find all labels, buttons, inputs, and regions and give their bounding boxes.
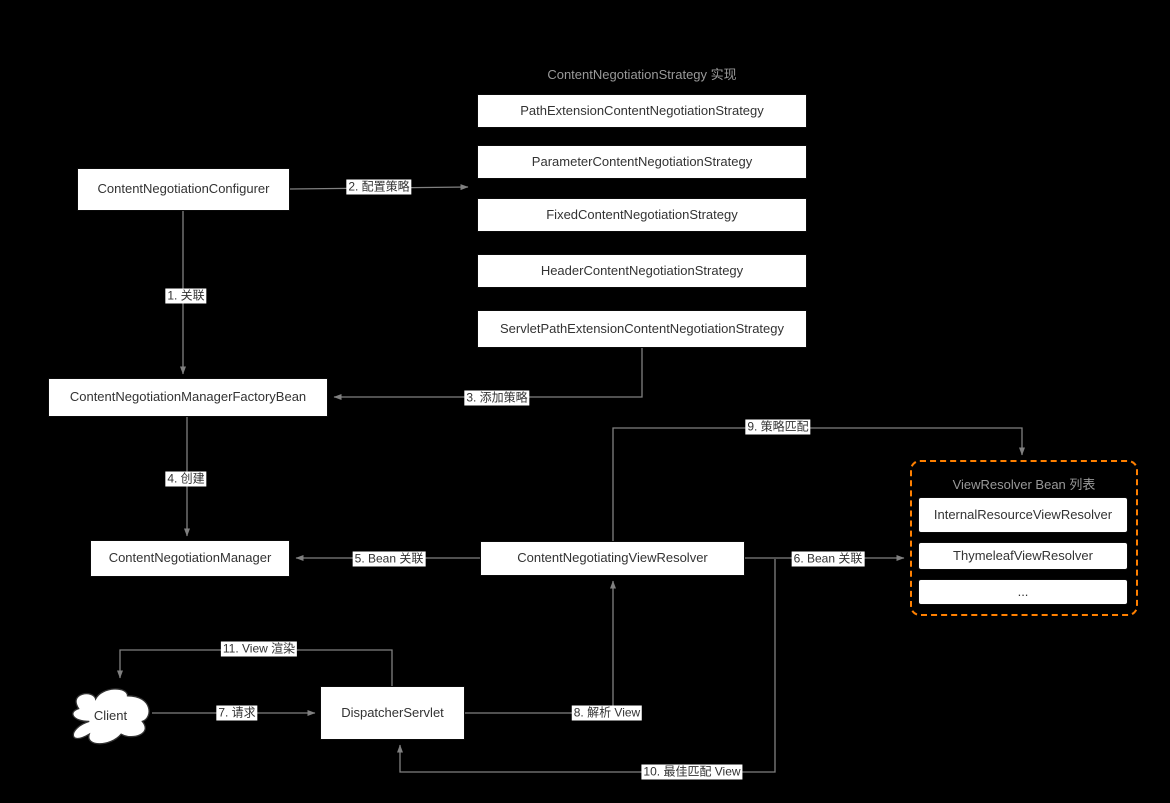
- edge-add-strategy-line: [333, 348, 643, 400]
- edge-resolve-view-line: [465, 580, 616, 714]
- client-cloud-shape: [72, 688, 150, 745]
- edge-label-add-strategy: 3. 添加策略: [464, 390, 530, 406]
- node-client-label: Client: [93, 707, 128, 723]
- edge-label-relate: 1. 关联: [165, 288, 207, 304]
- edge-label-create: 4. 创建: [165, 471, 207, 487]
- node-more-view-resolvers: ...: [918, 579, 1128, 605]
- node-content-negotiation-manager: ContentNegotiationManager: [90, 540, 290, 577]
- node-servlet-path-extension-strategy: ServletPathExtensionContentNegotiationSt…: [477, 310, 807, 348]
- edge-strategy-match-line: [612, 427, 1025, 541]
- node-parameter-strategy: ParameterContentNegotiationStrategy: [477, 145, 807, 179]
- edge-label-strategy-match: 9. 策略匹配: [745, 419, 811, 435]
- edge-label-request: 7. 请求: [216, 705, 258, 721]
- view-resolver-bean-group: ViewResolver Bean 列表: [910, 460, 1138, 616]
- edge-label-best-match-view: 10. 最佳匹配 View: [641, 764, 743, 780]
- node-thymeleaf-view-resolver: ThymeleafViewResolver: [918, 542, 1128, 570]
- edge-label-bean-relate-manager: 5. Bean 关联: [352, 551, 426, 567]
- node-header-strategy: HeaderContentNegotiationStrategy: [477, 254, 807, 288]
- node-fixed-strategy: FixedContentNegotiationStrategy: [477, 198, 807, 232]
- node-internal-resource-view-resolver: InternalResourceViewResolver: [918, 497, 1128, 533]
- node-content-negotiating-view-resolver: ContentNegotiatingViewResolver: [480, 541, 745, 576]
- edge-label-view-render: 11. View 渲染: [220, 641, 298, 657]
- strategy-group-title: ContentNegotiationStrategy 实现: [547, 67, 737, 82]
- node-content-negotiation-manager-factory-bean: ContentNegotiationManagerFactoryBean: [48, 378, 328, 417]
- node-dispatcher-servlet: DispatcherServlet: [320, 686, 465, 740]
- node-content-negotiation-configurer: ContentNegotiationConfigurer: [77, 168, 290, 211]
- node-path-extension-strategy: PathExtensionContentNegotiationStrategy: [477, 94, 807, 128]
- edge-best-match-view-line: [397, 559, 776, 773]
- edge-label-configure-strategy: 2. 配置策略: [346, 179, 412, 195]
- edge-label-resolve-view: 8. 解析 View: [571, 705, 643, 721]
- edge-label-bean-relate-resolvers: 6. Bean 关联: [791, 551, 865, 567]
- view-resolver-group-title: ViewResolver Bean 列表: [952, 477, 1096, 492]
